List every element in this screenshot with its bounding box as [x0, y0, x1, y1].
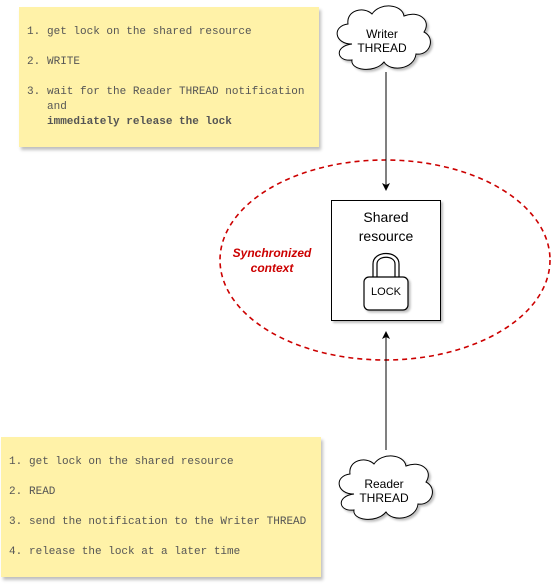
- writer-step-2: 2. WRITE: [27, 56, 81, 68]
- reader-step-1-text: get lock on the shared resource: [29, 456, 234, 468]
- reader-step-4-text: release the lock at a later time: [29, 546, 241, 558]
- synchronized-context-ellipse: [219, 159, 551, 361]
- reader-thread-cloud-icon: [338, 455, 433, 520]
- reader-step-1: 1. get lock on the shared resource: [9, 456, 234, 468]
- lock-label: LOCK: [371, 286, 401, 298]
- writer-step-3-text: wait for the Reader THREAD notification …: [47, 86, 305, 113]
- shared-resource-title: Shared resource: [358, 209, 414, 244]
- synchronized-context-label: Synchronized context: [232, 246, 312, 275]
- shared-resource-box: Shared resource: [331, 200, 441, 321]
- reader-step-3: 3. send the notification to the Writer T…: [9, 516, 307, 528]
- writer-thread-cloud-icon: [336, 5, 431, 70]
- writer-step-2-text: WRITE: [47, 56, 81, 68]
- reader-steps-note: 1. get lock on the shared resource 2. RE…: [1, 437, 321, 577]
- reader-step-2: 2. READ: [9, 486, 56, 498]
- reader-step-3-text: send the notification to the Writer THRE…: [29, 516, 307, 528]
- writer-step-1-text: get lock on the shared resource: [47, 26, 252, 38]
- writer-steps-note: 1. get lock on the shared resource 2. WR…: [19, 7, 319, 147]
- reader-step-4: 4. release the lock at a later time: [9, 546, 241, 558]
- reader-thread-label: Reader THREAD: [359, 477, 409, 505]
- writer-step-3: 3. wait for the Reader THREAD notificati…: [19, 85, 319, 130]
- writer-thread-label: Writer THREAD: [357, 27, 407, 55]
- lock-icon: [363, 252, 409, 311]
- reader-step-2-text: READ: [29, 486, 56, 498]
- writer-step-3-bold-text: immediately release the lock: [47, 116, 232, 128]
- writer-step-1: 1. get lock on the shared resource: [27, 26, 252, 38]
